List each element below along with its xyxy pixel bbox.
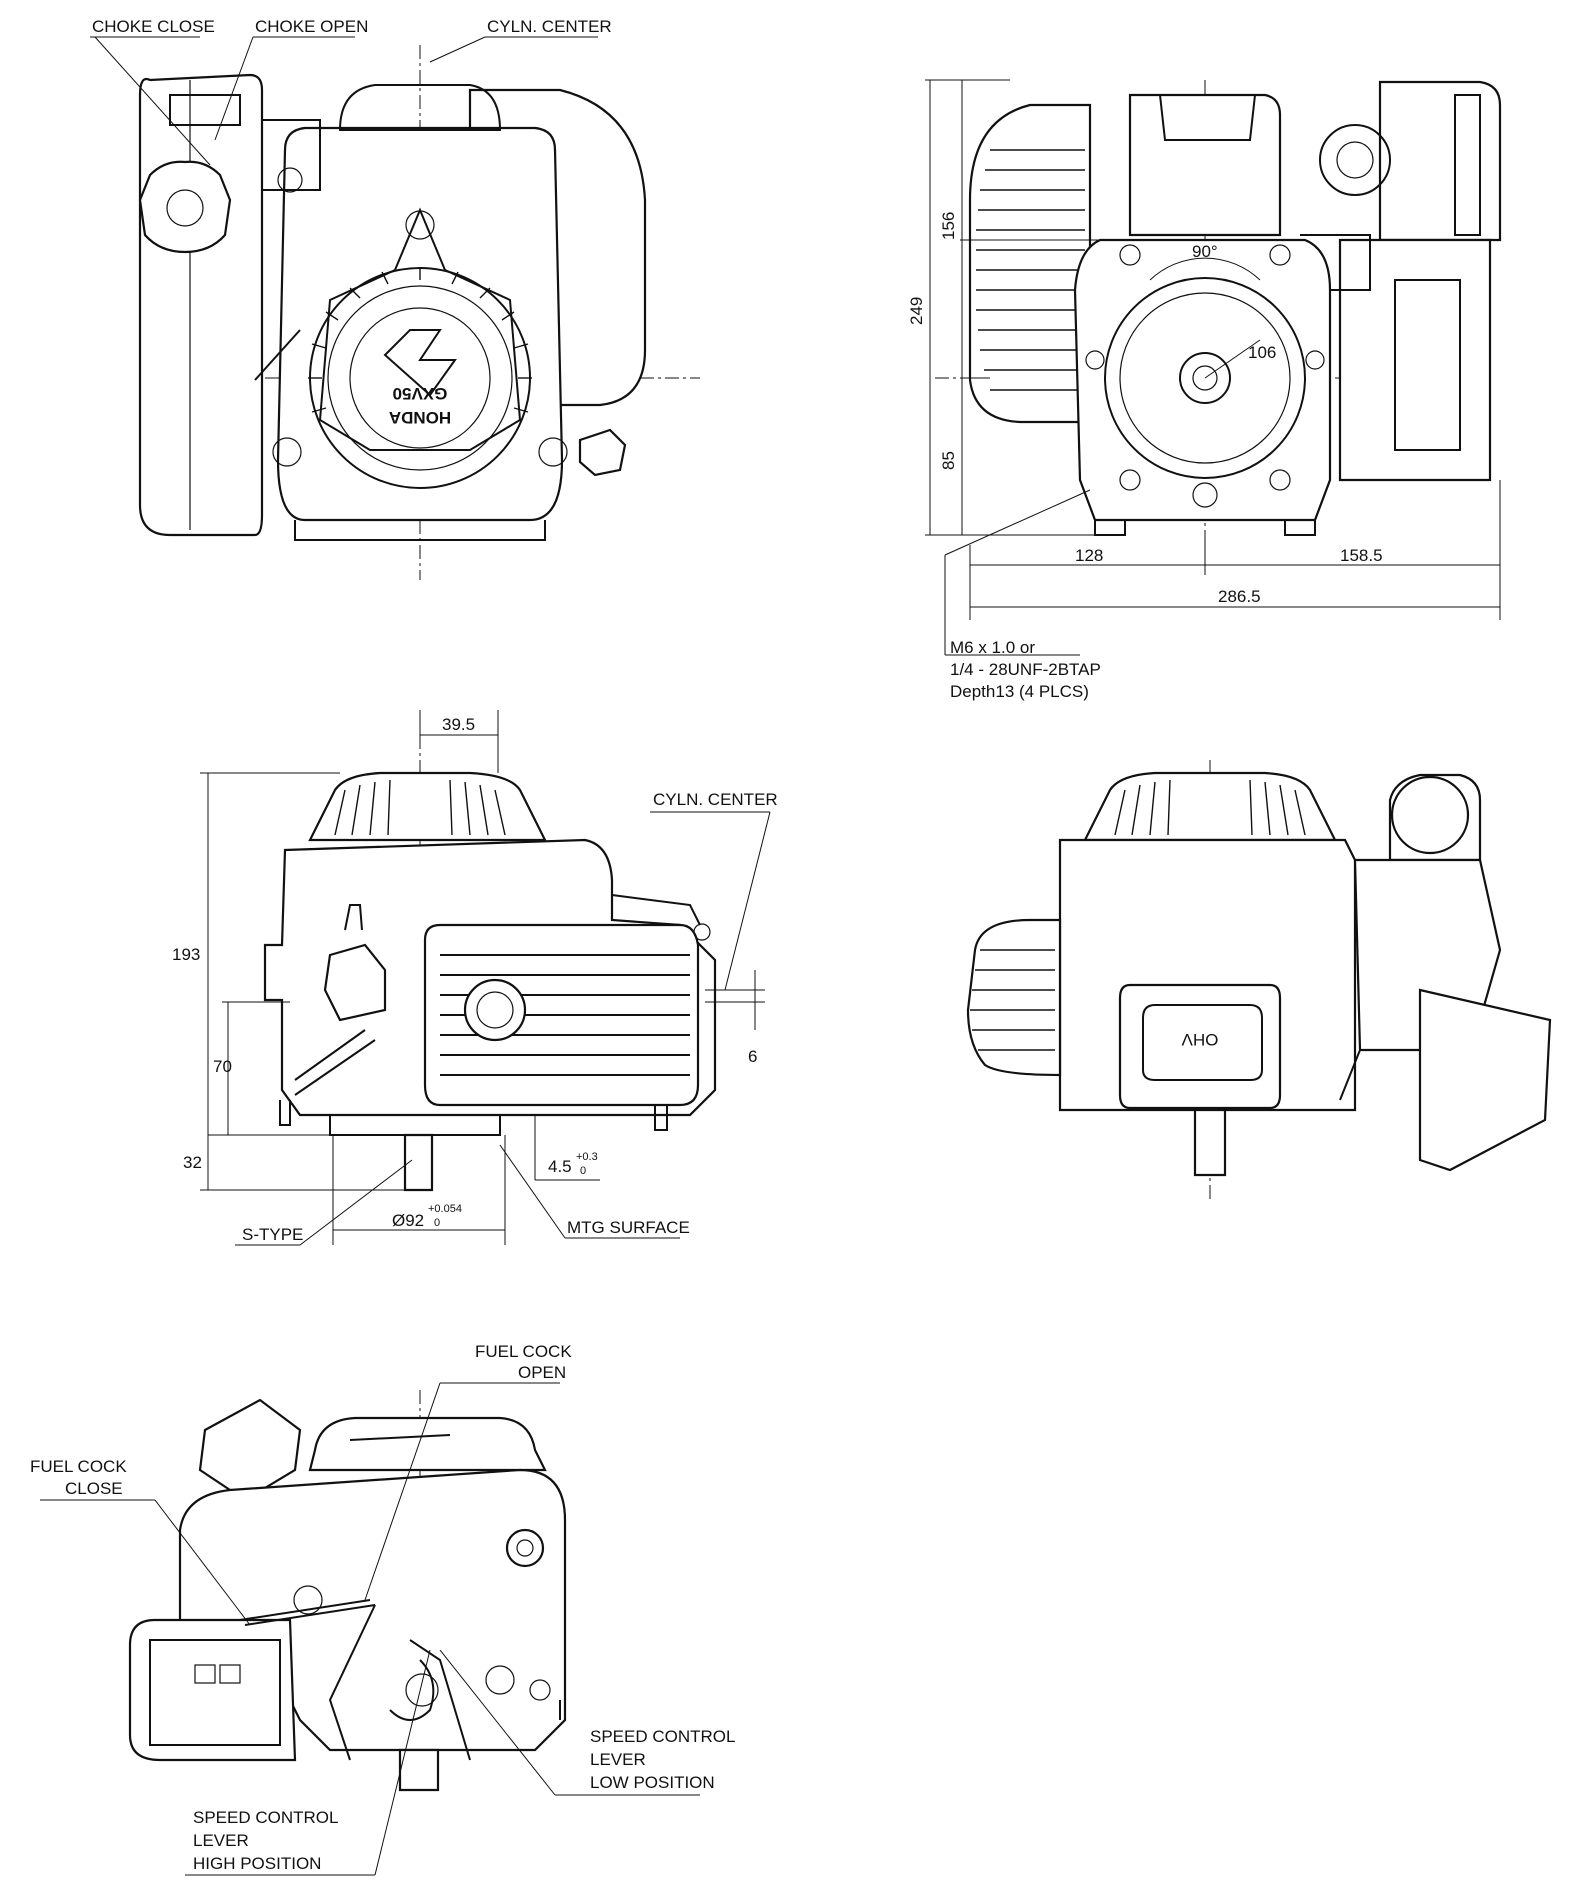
rear-view: OHV [966, 760, 1552, 1200]
dim-249: 249 [907, 297, 926, 325]
dim-85: 85 [939, 451, 958, 470]
cyln-center-side-label: CYLN. CENTER [653, 790, 778, 809]
dim-106: 106 [1248, 343, 1276, 362]
dim-4-5-tol-low: 0 [580, 1165, 586, 1177]
rear-air-fins [970, 949, 1055, 1051]
dim-32: 32 [183, 1153, 202, 1172]
dome-fins [334, 779, 506, 836]
dim-70: 70 [213, 1057, 232, 1076]
mtg-surface-label: MTG SURFACE [567, 1218, 690, 1237]
speed-high-label-1: SPEED CONTROL [193, 1808, 338, 1827]
side-view [263, 710, 717, 1192]
choke-close-label: CHOKE CLOSE [92, 17, 215, 36]
fuel-cock-open-label-2: OPEN [518, 1363, 566, 1382]
ohv-label: OHV [1181, 1030, 1219, 1049]
rear-dome-fins [1114, 779, 1306, 836]
dim-128: 128 [1075, 546, 1103, 565]
air-cleaner-fins [976, 149, 1085, 391]
front-view: HONDA GXV50 [138, 45, 700, 580]
speed-high-label-3: HIGH POSITION [193, 1854, 321, 1873]
dim-286-5: 286.5 [1218, 587, 1261, 606]
dim-158-5: 158.5 [1340, 546, 1383, 565]
brand-logo-text: HONDA [389, 408, 451, 427]
speed-low-label-1: SPEED CONTROL [590, 1727, 735, 1746]
tap-spec-line3: Depth13 (4 PLCS) [950, 682, 1089, 701]
top-right-view: 90° 106 [935, 80, 1502, 575]
fuel-cock-close-label-2: CLOSE [65, 1479, 123, 1498]
starter-fins [308, 268, 532, 413]
dim-39-5: 39.5 [442, 715, 475, 734]
dim-156: 156 [939, 212, 958, 240]
dim-90deg: 90° [1192, 242, 1218, 261]
s-type-label: S-TYPE [242, 1225, 303, 1244]
top-right-view-dimensions: 156 249 85 128 158.5 286.5 M6 x 1.0 or 1… [907, 79, 1501, 701]
choke-open-label: CHOKE OPEN [255, 17, 368, 36]
side-view-dimensions: 193 70 32 39.5 CYLN. CENTER 6 4.5 +0.3 0… [172, 710, 778, 1246]
tap-spec-line1: M6 x 1.0 or [950, 638, 1035, 657]
front-view-leaders: CHOKE CLOSE CHOKE OPEN CYLN. CENTER [90, 17, 612, 166]
cyln-center-front-label: CYLN. CENTER [487, 17, 612, 36]
dim-92-tol-up: +0.054 [428, 1203, 462, 1215]
fuel-cock-open-label-1: FUEL COCK [475, 1342, 572, 1361]
dim-6: 6 [748, 1047, 757, 1066]
dim-4-5-tol-up: +0.3 [576, 1151, 598, 1163]
dim-92-tol-low: 0 [434, 1217, 440, 1229]
fuel-cock-close-label-1: FUEL COCK [30, 1457, 127, 1476]
dim-92: Ø92 [392, 1211, 424, 1230]
dim-193: 193 [172, 945, 200, 964]
dim-4-5: 4.5 [548, 1157, 572, 1176]
bottom-view-leaders: FUEL COCK OPEN FUEL COCK CLOSE SPEED CON… [30, 1342, 735, 1876]
speed-high-label-2: LEVER [193, 1831, 249, 1850]
bottom-view [128, 1390, 567, 1792]
speed-low-label-3: LOW POSITION [590, 1773, 715, 1792]
speed-low-label-2: LEVER [590, 1750, 646, 1769]
tap-spec-line2: 1/4 - 28UNF-2BTAP [950, 660, 1101, 679]
